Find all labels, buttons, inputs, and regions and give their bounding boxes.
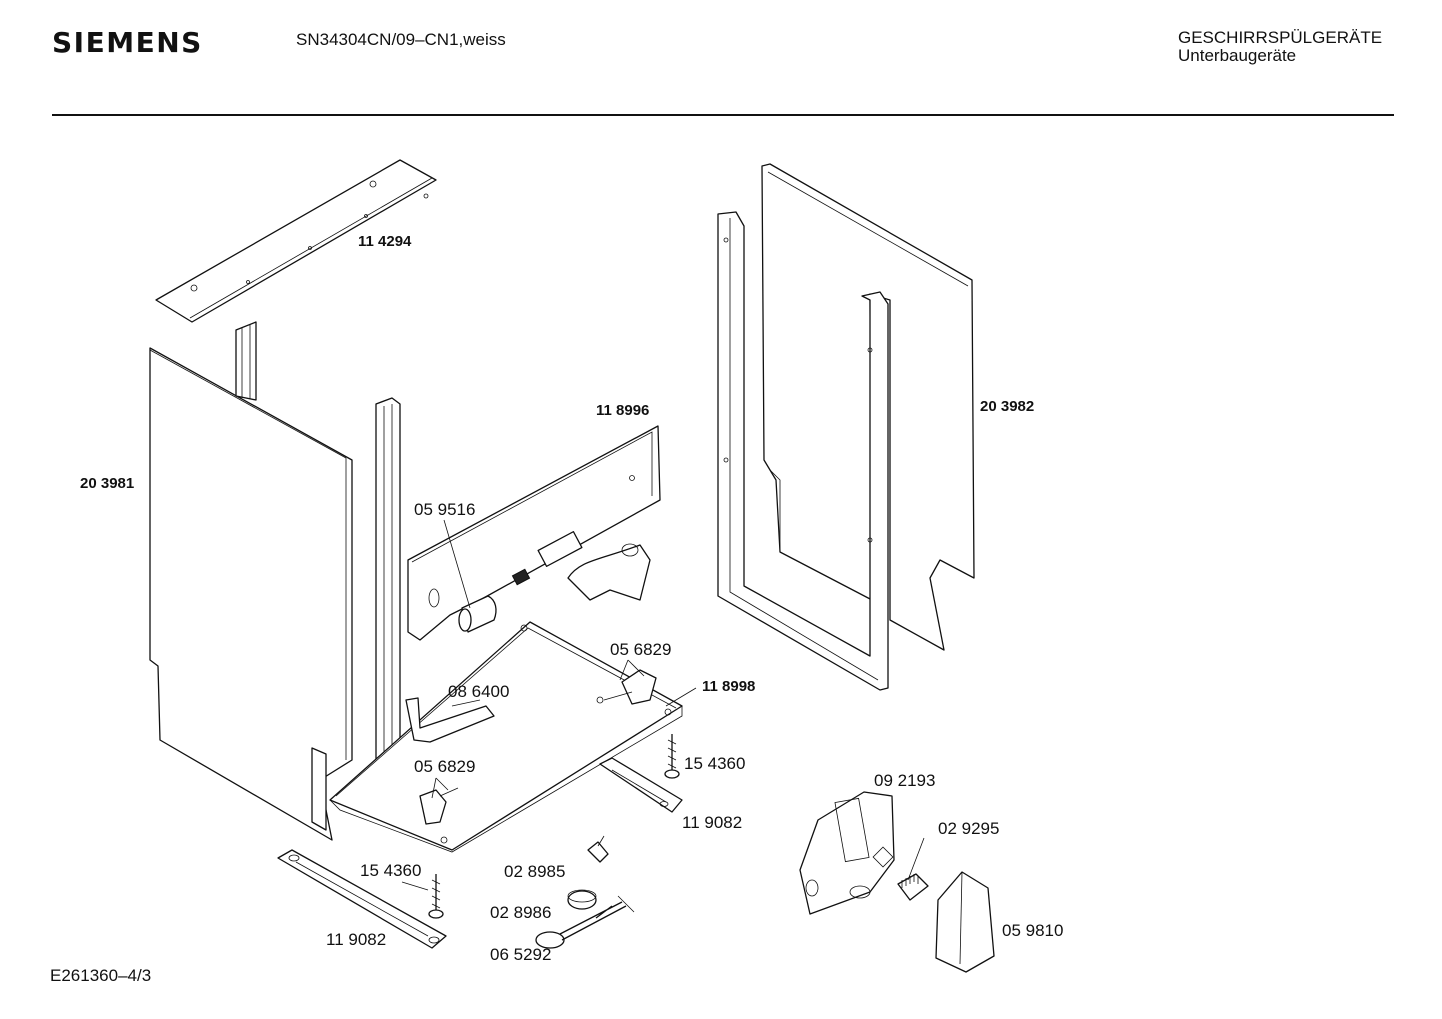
part-label: 05 6829: [414, 757, 475, 776]
document-reference: E261360–4/3: [50, 966, 152, 985]
part-drawing-top-strip: [155, 159, 437, 323]
part-label: 02 9295: [938, 819, 999, 838]
part-drawing-hinge-clip-lower: [419, 787, 459, 825]
part-label: 15 4360: [360, 861, 421, 880]
leader-lines: [401, 519, 925, 891]
part-label: 20 3981: [80, 475, 134, 492]
part-drawing-bracket: [405, 697, 495, 743]
part-label: 05 6829: [610, 640, 671, 659]
part-drawing-right-side-panel: [761, 163, 975, 651]
part-drawing-front-frame-strip: [375, 397, 401, 797]
category-line-1: GESCHIRRSPÜLGERÄTE: [1178, 28, 1383, 47]
part-number-labels: 11 4294 20 3981 11 8996 20 3982 05 9516 …: [80, 233, 1063, 964]
part-label: 08 6400: [448, 682, 509, 701]
brand-logo: SIEMENS: [52, 26, 203, 59]
part-drawing-foot-rail-lower: [277, 849, 447, 949]
part-drawing-cover: [935, 871, 995, 973]
part-drawing-micro-switch: [587, 835, 609, 863]
part-drawing-electronics-bracket: [799, 791, 895, 915]
part-label: 06 5292: [490, 945, 551, 964]
part-drawing-float: [567, 889, 597, 910]
part-drawing-foot-rail-upper: [599, 757, 683, 813]
category-line-2: Unterbaugeräte: [1178, 46, 1297, 65]
part-drawing-connector: [897, 873, 929, 901]
part-label: 20 3982: [980, 398, 1034, 415]
part-drawing-switch-cylinder: [458, 595, 497, 633]
part-label: 02 8986: [490, 903, 551, 922]
part-label: 15 4360: [684, 754, 745, 773]
part-drawing-front-door-frame: [717, 211, 889, 691]
header-rule: [52, 114, 1394, 116]
part-label: 11 4294: [358, 233, 412, 250]
part-label: 11 8998: [702, 678, 755, 695]
part-drawing-screw-upper: [664, 734, 680, 779]
model-number: SN34304CN/09–CN1,weiss: [296, 30, 506, 49]
part-label: 02 8985: [504, 862, 565, 881]
part-label: 09 2193: [874, 771, 935, 790]
part-label: 11 9082: [682, 813, 742, 832]
part-label: 11 9082: [326, 930, 386, 949]
part-drawing-screw-lower: [428, 874, 444, 919]
part-label: 05 9810: [1002, 921, 1063, 940]
part-label: 05 9516: [414, 500, 475, 519]
part-drawing-sensor-assembly: [535, 895, 635, 949]
category-heading: GESCHIRRSPÜLGERÄTE Unterbaugeräte: [1178, 29, 1382, 65]
part-drawing-hinge-clip-upper: [596, 669, 657, 705]
part-drawing-control-panel-bracket: [407, 425, 661, 641]
part-label: 11 8996: [596, 402, 649, 419]
part-drawing-left-side-panel: [149, 321, 353, 841]
